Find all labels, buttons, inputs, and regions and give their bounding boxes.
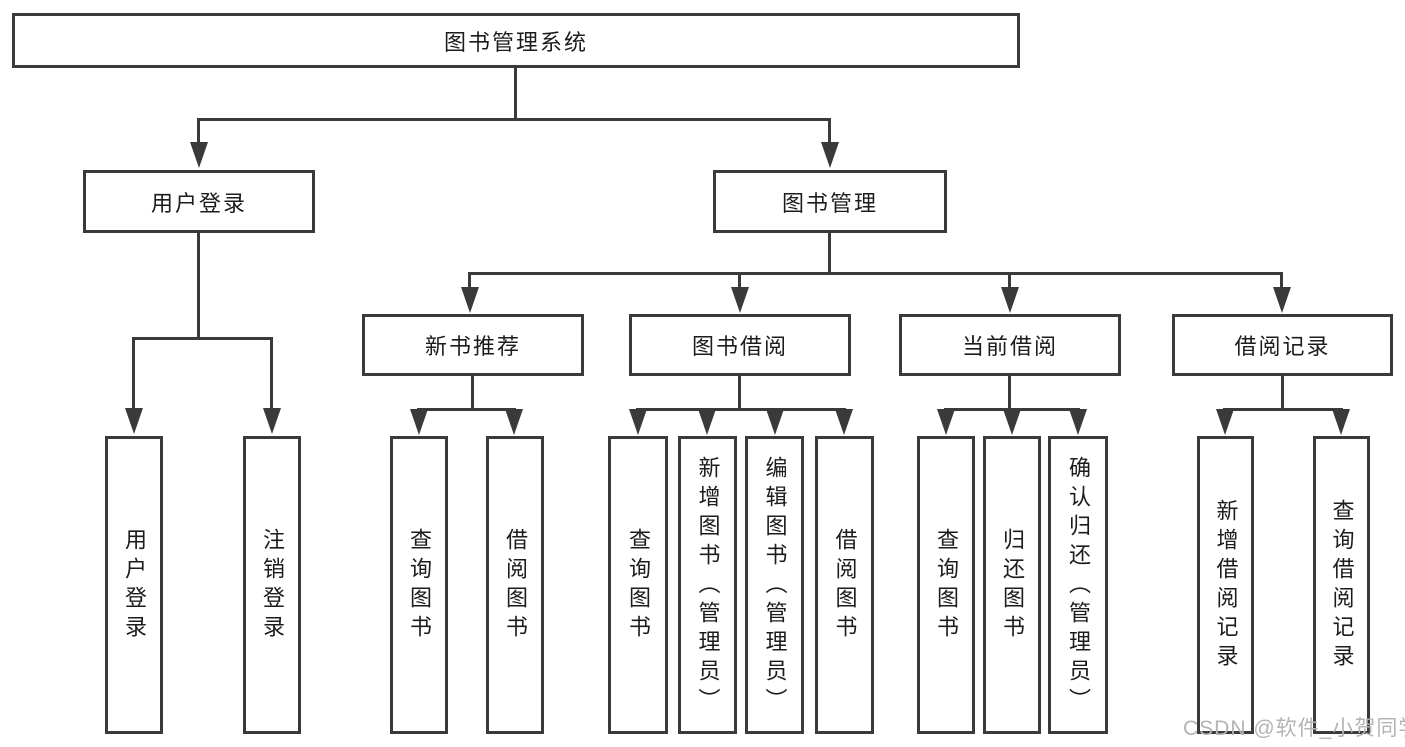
connector-line bbox=[738, 272, 741, 288]
leaf-user-login: 用户登录 bbox=[105, 436, 163, 734]
connector-line bbox=[1008, 376, 1011, 408]
leaf-bb-borrow-books: 借阅图书 bbox=[815, 436, 874, 734]
connector-line bbox=[197, 233, 200, 337]
connector-line bbox=[514, 68, 517, 118]
connector-line bbox=[270, 337, 273, 408]
leaf-nbr-borrow-books: 借阅图书 bbox=[486, 436, 544, 734]
leaf-cb-return-books: 归还图书 bbox=[983, 436, 1041, 734]
leaf-br-add-borrow-record: 新增借阅记录 bbox=[1197, 436, 1254, 734]
connector-arrow-down-icon bbox=[835, 409, 853, 435]
connector-line bbox=[471, 376, 474, 408]
connector-line bbox=[468, 272, 471, 288]
connector-arrow-down-icon bbox=[263, 408, 281, 434]
connector-line bbox=[1008, 272, 1011, 288]
connector-line bbox=[738, 376, 741, 408]
connector-arrow-down-icon bbox=[1001, 287, 1019, 313]
connector-line bbox=[417, 408, 516, 411]
connector-arrow-down-icon bbox=[125, 408, 143, 434]
connector-arrow-down-icon bbox=[766, 409, 784, 435]
connector-arrow-down-icon bbox=[1069, 409, 1087, 435]
node-current-borrowing: 当前借阅 bbox=[899, 314, 1121, 376]
connector-arrow-down-icon bbox=[505, 409, 523, 435]
leaf-nbr-query-books: 查询图书 bbox=[390, 436, 448, 734]
node-borrowing-records: 借阅记录 bbox=[1172, 314, 1393, 376]
leaf-bb-edit-books-admin: 编辑图书（管理员） bbox=[745, 436, 804, 734]
connector-arrow-down-icon bbox=[821, 142, 839, 168]
connector-line bbox=[197, 118, 200, 144]
connector-arrow-down-icon bbox=[937, 409, 955, 435]
connector-line bbox=[828, 233, 831, 272]
connector-arrow-down-icon bbox=[629, 409, 647, 435]
connector-line bbox=[636, 408, 846, 411]
connector-arrow-down-icon bbox=[698, 409, 716, 435]
connector-line bbox=[132, 337, 273, 340]
leaf-logout-login: 注销登录 bbox=[243, 436, 301, 734]
node-book-borrowing: 图书借阅 bbox=[629, 314, 851, 376]
connector-line bbox=[468, 272, 1283, 275]
connector-line bbox=[1223, 408, 1343, 411]
connector-arrow-down-icon bbox=[1216, 409, 1234, 435]
node-new-book-recommendation: 新书推荐 bbox=[362, 314, 584, 376]
leaf-cb-query-books: 查询图书 bbox=[917, 436, 975, 734]
csdn-watermark: CSDN @软件_小贺同学 bbox=[1183, 717, 1405, 740]
leaf-bb-add-books-admin: 新增图书（管理员） bbox=[678, 436, 737, 734]
connector-arrow-down-icon bbox=[461, 287, 479, 313]
connector-line bbox=[1281, 376, 1284, 408]
connector-arrow-down-icon bbox=[731, 287, 749, 313]
node-user-login: 用户登录 bbox=[83, 170, 315, 233]
connector-line bbox=[1280, 272, 1283, 288]
leaf-br-query-borrow-record: 查询借阅记录 bbox=[1313, 436, 1370, 734]
leaf-cb-confirm-return-admin: 确认归还（管理员） bbox=[1048, 436, 1108, 734]
connector-arrow-down-icon bbox=[190, 142, 208, 168]
node-library-system: 图书管理系统 bbox=[12, 13, 1020, 68]
connector-line bbox=[828, 118, 831, 144]
node-book-management: 图书管理 bbox=[713, 170, 947, 233]
connector-arrow-down-icon bbox=[1273, 287, 1291, 313]
leaf-bb-query-books: 查询图书 bbox=[608, 436, 668, 734]
connector-arrow-down-icon bbox=[410, 409, 428, 435]
connector-line bbox=[132, 337, 135, 408]
connector-line bbox=[197, 118, 831, 121]
connector-arrow-down-icon bbox=[1332, 409, 1350, 435]
connector-arrow-down-icon bbox=[1003, 409, 1021, 435]
